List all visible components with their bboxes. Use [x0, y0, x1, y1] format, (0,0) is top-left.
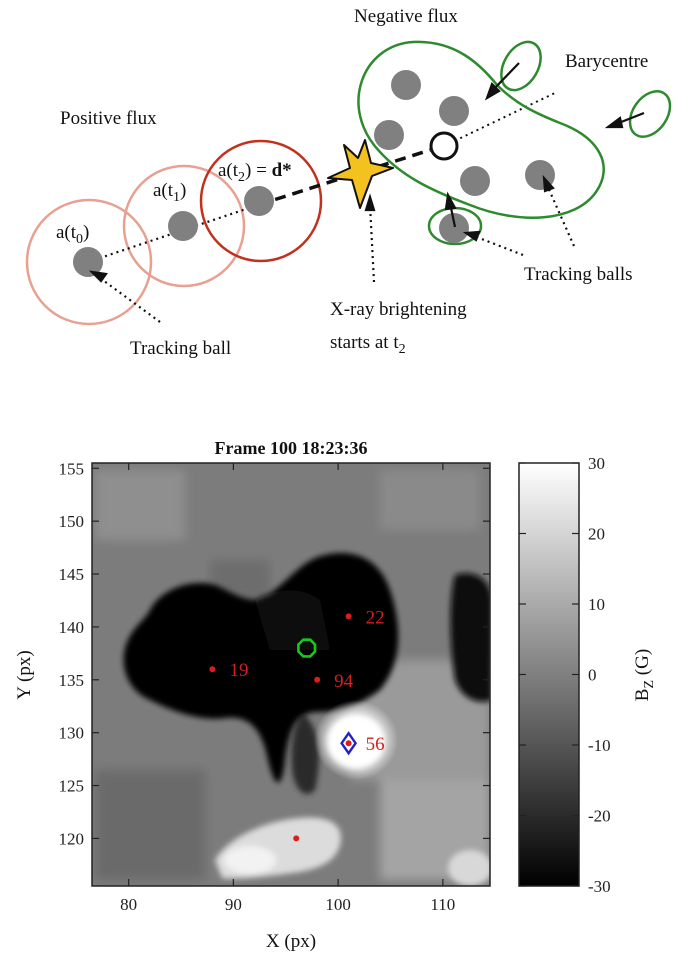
barycentre-label: Barycentre [565, 51, 648, 72]
neg-ball [460, 166, 490, 196]
positive-circle-t0 [25, 198, 153, 326]
negative-region-main [123, 553, 399, 783]
colorbar-tick-label: -20 [588, 807, 611, 826]
neg-ball [439, 213, 469, 243]
colorbar-tick-label: -10 [588, 736, 611, 755]
y-tick-label: 120 [59, 829, 85, 848]
colorbar-tick-label: 20 [588, 525, 605, 544]
tracked-point-label: 19 [229, 660, 248, 681]
x-tick-label: 100 [325, 895, 351, 914]
y-tick-label: 140 [59, 618, 85, 637]
x-tick-label: 80 [120, 895, 137, 914]
axes: 80 90 100 110 120 125 130 135 140 145 150 155 [59, 459, 490, 914]
magnetogram-image [92, 463, 490, 886]
label-a-t0: a(t0) [56, 222, 89, 247]
positive-circle-t1 [122, 164, 246, 288]
tracking-ball-t1 [168, 211, 198, 241]
positive-flux-label: Positive flux [60, 108, 157, 129]
colorbar-label: BZ (G) [632, 649, 657, 701]
tracking-ball-label: Tracking ball [130, 338, 231, 359]
colorbar-ticks: 30 20 10 0 -10 -20 -30 [519, 454, 611, 896]
x-tick-label: 110 [430, 895, 455, 914]
negative-flux-label: Negative flux [354, 6, 458, 27]
tracked-point [293, 835, 300, 842]
pointer-arrows [88, 174, 576, 323]
y-tick-label: 135 [59, 671, 85, 690]
colorbar-tick-label: 30 [588, 454, 605, 473]
magnetogram-plot: Frame 100 18:23:36 [14, 438, 657, 952]
small-negative-patch-2 [628, 90, 672, 138]
tracking-ball-t2 [244, 186, 274, 216]
colorbar [518, 462, 580, 887]
colorbar-tick-label: -30 [588, 877, 611, 896]
tracked-point-label: 22 [366, 607, 385, 628]
motion-arrows [444, 62, 645, 228]
tracking-balls-label: Tracking balls [524, 264, 633, 285]
y-tick-label: 155 [59, 459, 85, 478]
xray-star [327, 139, 394, 209]
y-tick-label: 130 [59, 724, 85, 743]
x-tick-label: 90 [225, 895, 242, 914]
xray-label-line2: starts at t2 [330, 332, 406, 357]
xray-label-line1: X-ray brightening [330, 299, 467, 320]
positive-diamond-marker [340, 731, 358, 756]
neg-ball [374, 120, 404, 150]
colorbar-tick-label: 10 [588, 595, 605, 614]
x-axis-label: X (px) [266, 931, 316, 952]
label-a-t2: a(t2) = d* [218, 160, 292, 185]
colorbar-tick-label: 0 [588, 666, 597, 685]
neg-ball [391, 70, 421, 100]
tracked-point-label: 94 [334, 671, 354, 692]
y-tick-label: 150 [59, 512, 85, 531]
plot-title: Frame 100 18:23:36 [215, 438, 368, 458]
plot-frame [91, 462, 491, 887]
tracked-point-label: 56 [366, 734, 385, 755]
tracked-markers: 22 19 94 56 [209, 607, 385, 842]
neg-ball [439, 96, 469, 126]
positive-circle-t2 [199, 139, 323, 263]
y-tick-label: 145 [59, 565, 85, 584]
y-axis-label: Y (px) [14, 650, 35, 699]
tracked-point [345, 740, 352, 747]
barycentre-ring [297, 638, 317, 658]
tracked-point [209, 666, 216, 673]
tracked-point [345, 613, 352, 620]
small-negative-patch-1 [500, 40, 542, 92]
y-tick-label: 125 [59, 777, 85, 796]
label-a-t1: a(t1) [153, 180, 186, 205]
schematic: Positive flux Negative flux Barycentre T… [25, 6, 672, 359]
tracked-point [314, 676, 321, 683]
barycentre-marker [429, 131, 459, 161]
tracking-ball-t0 [73, 247, 103, 277]
